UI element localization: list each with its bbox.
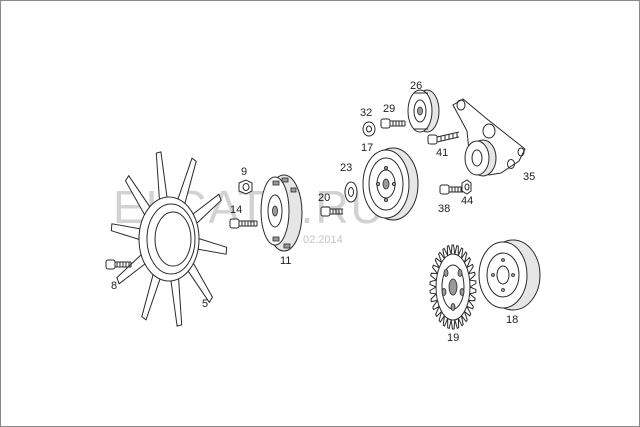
part-11-fan-clutch[interactable] <box>260 174 303 252</box>
part-20-bolt[interactable] <box>320 206 343 217</box>
damper-front <box>478 241 528 309</box>
clutch-center <box>267 194 283 228</box>
part-14-bolt[interactable] <box>229 218 258 229</box>
callout-20: 20 <box>318 192 330 204</box>
fan-hub-bore <box>154 211 192 267</box>
part-29-bolt[interactable] <box>380 118 406 129</box>
callout-26: 26 <box>410 80 422 92</box>
part-19-toothed-wheel[interactable] <box>429 244 477 330</box>
part-5-fan[interactable] <box>110 151 228 327</box>
callout-17: 17 <box>361 142 373 154</box>
callout-32: 32 <box>360 107 372 119</box>
fan-blade <box>197 237 228 255</box>
part-44-nut[interactable] <box>461 179 472 195</box>
washer-outer <box>344 181 358 203</box>
fan-blade <box>116 253 146 285</box>
callout-11: 11 <box>280 255 291 267</box>
part-23-washer[interactable] <box>344 181 358 203</box>
part-26-idler-pulley[interactable] <box>407 89 440 133</box>
callout-35: 35 <box>523 171 535 183</box>
tensioner-arm <box>452 98 526 176</box>
fan-blade <box>170 278 183 327</box>
part-32-washer[interactable] <box>362 121 376 137</box>
fan-hub-ring <box>138 196 200 282</box>
callout-38: 38 <box>438 203 450 215</box>
callout-8: 8 <box>111 280 117 292</box>
part-8-bolt[interactable] <box>105 259 132 270</box>
bolt-head <box>229 218 240 229</box>
fan-blade <box>141 273 161 321</box>
callout-23: 23 <box>340 162 352 174</box>
callout-19: 19 <box>447 332 459 344</box>
part-38-bolt[interactable] <box>439 184 463 195</box>
part-18-vibration-damper[interactable] <box>478 239 541 311</box>
callout-18: 18 <box>506 314 518 326</box>
callout-5: 5 <box>202 298 208 310</box>
bolt-head <box>105 259 116 270</box>
callout-29: 29 <box>383 103 395 115</box>
bolt-head <box>320 206 331 217</box>
part-17-pulley[interactable] <box>362 147 419 221</box>
part-9-nut[interactable] <box>238 179 253 195</box>
fan-hub-inner <box>146 203 196 275</box>
callout-9: 9 <box>241 166 247 178</box>
callout-14: 14 <box>230 204 242 216</box>
fan-blade <box>187 262 214 304</box>
watermark-date: 02.2014 <box>303 234 343 246</box>
nut-hex <box>238 179 253 195</box>
part-41-bolt[interactable] <box>427 131 460 145</box>
callout-41: 41 <box>436 147 448 159</box>
callout-44: 44 <box>461 195 473 207</box>
part-35-tensioner[interactable] <box>452 98 526 177</box>
